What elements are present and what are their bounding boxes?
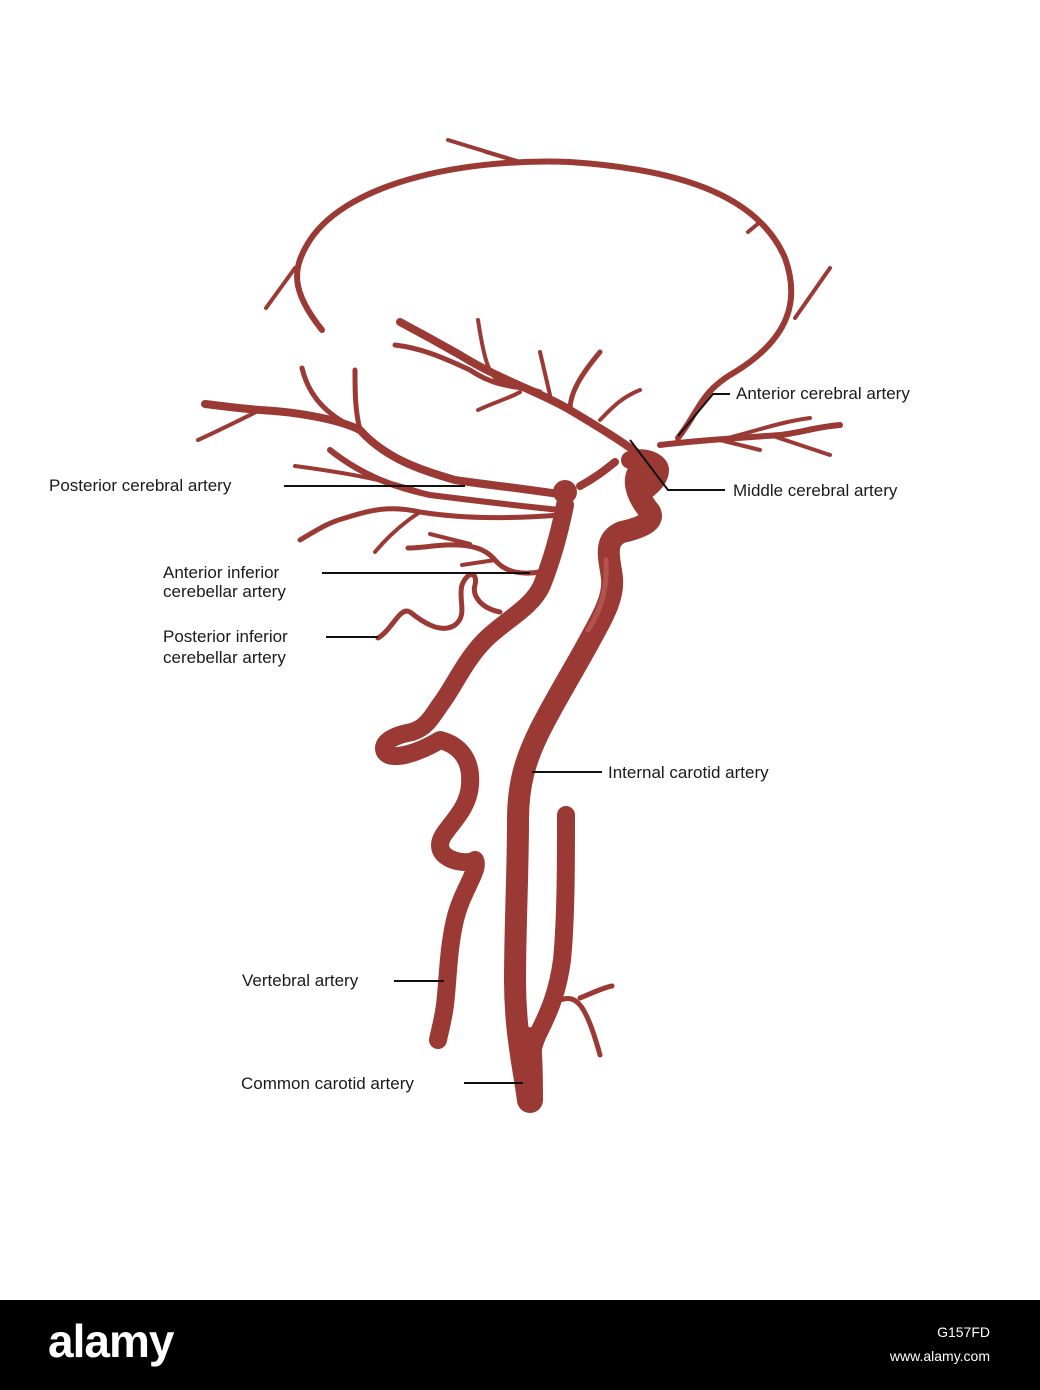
posterior-cerebral-branch: [196, 408, 262, 442]
arch-branch: [484, 150, 522, 164]
posterior-cerebral-branch: [293, 464, 432, 497]
label-vertebral: Vertebral artery: [242, 971, 359, 990]
artery-diagram: [196, 138, 843, 1113]
label-posterior-cerebral: Posterior cerebral artery: [49, 476, 232, 495]
arch-branch: [793, 266, 832, 320]
label-anterior-cerebral: Anterior cerebral artery: [736, 384, 910, 403]
site-url: www.alamy.com: [889, 1348, 990, 1364]
anterior-branch: [718, 438, 762, 452]
posterior-cerebral-branch: [201, 400, 569, 499]
label-aica-1: Anterior inferior: [163, 563, 280, 582]
arch-branch: [746, 220, 762, 234]
internal-carotid-upper: [504, 459, 662, 1111]
label-pica-1: Posterior inferior: [163, 627, 288, 646]
external-carotid-branch: [557, 996, 603, 1058]
watermark-footer: alamy G157FD www.alamy.com: [0, 1300, 1040, 1390]
internal-carotid-highlight: [585, 557, 609, 633]
image-id: G157FD: [937, 1324, 990, 1340]
middle-cerebral-branch: [538, 350, 552, 397]
brand-logo: alamy: [48, 1315, 174, 1367]
pca-origin: [576, 458, 619, 490]
leader-lines: [284, 393, 730, 1084]
anterior-branch: [768, 433, 832, 457]
basilar-artery: [403, 496, 574, 741]
vertebral-artery: [375, 723, 485, 1049]
aica-branch: [428, 532, 472, 546]
ica-siphon-bulb: [553, 480, 577, 504]
label-common-carotid: Common carotid artery: [241, 1074, 414, 1093]
posterior-cerebral-branch: [299, 365, 363, 433]
middle-cerebral-branch: [476, 390, 522, 412]
aica-branch: [460, 558, 497, 567]
anterior-cerebral-arch: [294, 158, 795, 441]
posterior-cerebral-branch: [373, 510, 422, 554]
label-internal-carotid: Internal carotid artery: [608, 763, 769, 782]
anterior-branch: [718, 416, 812, 442]
common-carotid: [515, 1027, 543, 1113]
pica-branch: [375, 572, 503, 641]
middle-cerebral-branch: [476, 318, 502, 384]
external-carotid-branch: [577, 983, 615, 1001]
label-aica-2: cerebellar artery: [163, 582, 286, 601]
leader-anterior-cerebral: [677, 393, 730, 437]
label-middle-cerebral: Middle cerebral artery: [733, 481, 898, 500]
cerebral-arteries: [196, 138, 843, 641]
middle-cerebral-branch: [567, 349, 603, 413]
label-pica-2: cerebellar artery: [163, 648, 286, 667]
aica-branch: [405, 542, 543, 576]
middle-cerebral-branch: [598, 388, 642, 422]
leader-middle-cerebral: [629, 439, 725, 491]
neck-arteries: [375, 449, 669, 1113]
middle-cerebral-branch: [392, 342, 543, 395]
circle-junction: [621, 449, 669, 504]
posterior-cerebral-branch: [352, 367, 363, 433]
posterior-cerebral-branch: [297, 506, 563, 543]
arch-branch: [264, 266, 297, 310]
